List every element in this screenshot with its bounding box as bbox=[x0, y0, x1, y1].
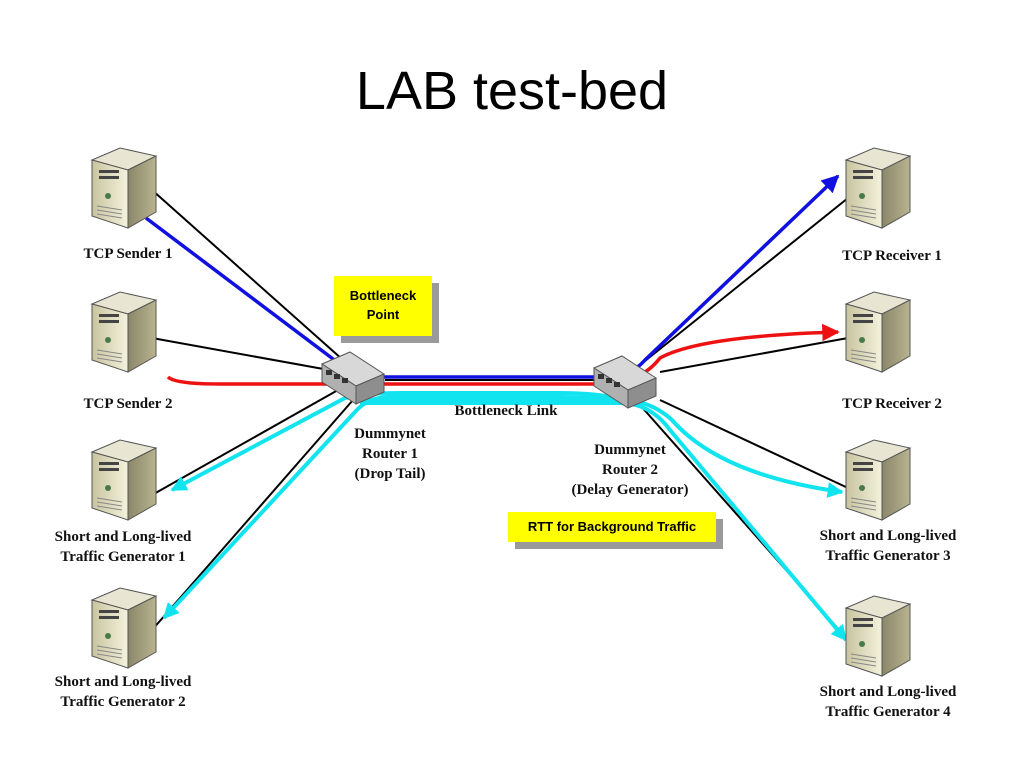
label-line: Short and Long-lived bbox=[54, 529, 192, 545]
label-line: Dummynet bbox=[594, 442, 666, 458]
label-traffic-gen-2: Short and Long-lived Traffic Generator 2 bbox=[28, 672, 218, 712]
label-tcp-receiver-1: TCP Receiver 1 bbox=[842, 248, 942, 264]
callout-line: Point bbox=[366, 307, 400, 322]
tcp-sender-1-icon bbox=[91, 147, 157, 229]
label-line: Dummynet bbox=[354, 426, 426, 442]
label-router-2: Dummynet Router 2 (Delay Generator) bbox=[545, 440, 715, 500]
router-1-icon bbox=[321, 351, 385, 405]
callout-line: Bottleneck bbox=[349, 288, 417, 303]
label-line: Short and Long-lived bbox=[54, 674, 192, 690]
tcp-sender-2-icon bbox=[91, 291, 157, 373]
link-router2-receiver2 bbox=[659, 337, 849, 373]
label-traffic-gen-4: Short and Long-lived Traffic Generator 4 bbox=[788, 682, 988, 722]
link-gen2-router1 bbox=[151, 391, 361, 631]
tcp-receiver-1-icon bbox=[845, 147, 911, 229]
label-tcp-sender-2: TCP Sender 2 bbox=[83, 396, 173, 412]
label-tcp-sender-1: TCP Sender 1 bbox=[83, 246, 173, 262]
tcp-receiver-2-icon bbox=[845, 291, 911, 373]
callout-bottleneck-point: Bottleneck Point bbox=[334, 276, 432, 336]
label-traffic-gen-1: Short and Long-lived Traffic Generator 1 bbox=[28, 527, 218, 567]
traffic-gen-4-icon bbox=[845, 595, 911, 677]
label-line: Short and Long-lived bbox=[819, 528, 957, 544]
label-line: Traffic Generator 1 bbox=[60, 549, 186, 565]
link-sender1-router1 bbox=[151, 189, 353, 369]
tcp-flow-2 bbox=[166, 323, 840, 386]
label-router-1: Dummynet Router 1 (Drop Tail) bbox=[330, 424, 450, 484]
label-line: (Delay Generator) bbox=[571, 482, 689, 498]
label-traffic-gen-3: Short and Long-lived Traffic Generator 3 bbox=[788, 526, 988, 566]
label-line: Traffic Generator 3 bbox=[825, 548, 951, 564]
page-title: LAB test-bed bbox=[355, 61, 669, 121]
label-bottleneck-link: Bottleneck Link bbox=[454, 403, 558, 419]
callout-rtt-background: RTT for Background Traffic bbox=[508, 512, 716, 542]
traffic-gen-2-icon bbox=[91, 587, 157, 669]
label-line: Traffic Generator 4 bbox=[825, 704, 951, 720]
label-tcp-receiver-2: TCP Receiver 2 bbox=[842, 396, 942, 412]
label-line: Traffic Generator 2 bbox=[60, 694, 186, 710]
link-sender2-router1 bbox=[151, 337, 341, 373]
label-line: Router 2 bbox=[602, 462, 658, 478]
traffic-gen-3-icon bbox=[845, 439, 911, 521]
background-flow-gen3 bbox=[360, 398, 844, 498]
label-line: (Drop Tail) bbox=[354, 466, 426, 482]
link-router2-gen3 bbox=[659, 399, 849, 489]
label-line: Short and Long-lived bbox=[819, 684, 957, 700]
label-line: Router 1 bbox=[362, 446, 418, 462]
traffic-gen-1-icon bbox=[91, 439, 157, 521]
link-router2-receiver1 bbox=[639, 197, 849, 366]
